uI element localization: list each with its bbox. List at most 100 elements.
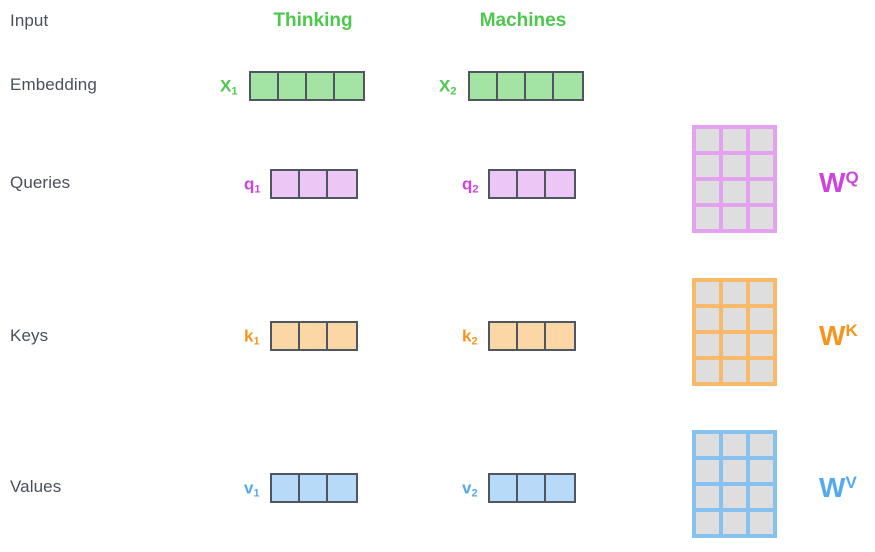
matrix-superscript: Q: [845, 168, 859, 187]
vector-cell: [518, 323, 546, 349]
matrix-label-wq: WQ: [819, 169, 859, 197]
vector-k1: [270, 321, 358, 351]
matrix-cell: [696, 282, 719, 304]
vector-cell: [490, 171, 518, 197]
vector-label-x2: X2: [439, 76, 457, 98]
vector-symbol: v: [462, 478, 472, 498]
matrix-symbol: W: [819, 472, 846, 503]
vector-label-v2: v2: [462, 478, 478, 500]
row-label-input: Input: [10, 11, 49, 30]
vector-cell: [328, 323, 356, 349]
matrix-cell: [696, 512, 719, 534]
vector-label-q2: q2: [462, 176, 479, 196]
vector-subscript: 1: [231, 85, 238, 98]
vector-symbol: q: [244, 174, 255, 194]
vector-cell: [554, 73, 582, 99]
matrix-cell: [750, 181, 773, 203]
column-header-thinking: Thinking: [273, 10, 353, 31]
row-label-keys: Keys: [10, 326, 49, 345]
vector-subscript: 2: [471, 335, 478, 348]
matrix-cell: [723, 486, 746, 508]
row-label-queries: Queries: [10, 173, 71, 192]
matrix-symbol: W: [819, 167, 846, 198]
vector-label-k1: k1: [244, 326, 260, 348]
matrix-cell: [750, 512, 773, 534]
matrix-cell: [696, 207, 719, 229]
vector-cell: [279, 73, 307, 99]
vector-symbol: X: [220, 76, 232, 96]
vector-cell: [300, 323, 328, 349]
vector-k2: [488, 321, 576, 351]
vector-cell: [307, 73, 335, 99]
vector-cell: [490, 475, 518, 501]
matrix-cell: [696, 486, 719, 508]
matrix-cell: [723, 207, 746, 229]
matrix-superscript: K: [845, 321, 858, 340]
matrix-cell: [750, 360, 773, 382]
vector-cell: [300, 171, 328, 197]
vector-cell: [490, 323, 518, 349]
matrix-cell: [696, 129, 719, 151]
vector-q1: [270, 169, 358, 199]
vector-cell: [546, 171, 574, 197]
vector-symbol: X: [439, 76, 451, 96]
vector-cell: [272, 171, 300, 197]
matrix-cell: [696, 181, 719, 203]
vector-symbol: k: [244, 326, 254, 346]
matrix-cell: [750, 207, 773, 229]
vector-subscript: 1: [254, 183, 261, 196]
vector-cell: [272, 475, 300, 501]
vector-q2: [488, 169, 576, 199]
matrix-cell: [723, 512, 746, 534]
vector-cell: [518, 475, 546, 501]
vector-label-k2: k2: [462, 328, 478, 348]
vector-v1: [270, 473, 358, 503]
matrix-cell: [750, 308, 773, 330]
matrix-cell: [696, 460, 719, 482]
matrix-symbol: W: [819, 320, 846, 351]
matrix-cell: [696, 334, 719, 356]
vector-cell: [328, 171, 356, 197]
vector-cell: [526, 73, 554, 99]
vector-subscript: 1: [253, 335, 260, 348]
row-label-values: Values: [10, 477, 62, 496]
matrix-label-wk: WK: [819, 322, 858, 350]
vector-subscript: 2: [450, 85, 457, 98]
vector-cell: [300, 475, 328, 501]
vector-cell: [470, 73, 498, 99]
vector-cell: [251, 73, 279, 99]
matrix-cell: [723, 155, 746, 177]
vector-cell: [328, 475, 356, 501]
vector-v2: [488, 473, 576, 503]
matrix-cell: [750, 486, 773, 508]
matrix-label-wv: WV: [819, 474, 857, 502]
vector-subscript: 2: [472, 183, 479, 196]
matrix-cell: [723, 308, 746, 330]
vector-cell: [272, 323, 300, 349]
matrix-cell: [723, 129, 746, 151]
matrix-cell: [723, 181, 746, 203]
vector-subscript: 1: [253, 487, 260, 500]
vector-cell: [518, 171, 546, 197]
matrix-cell: [696, 434, 719, 456]
vector-cell: [546, 475, 574, 501]
vector-symbol: v: [244, 478, 254, 498]
vector-cell: [335, 73, 363, 99]
matrix-cell: [750, 434, 773, 456]
row-label-embedding: Embedding: [10, 75, 97, 94]
matrix-cell: [723, 360, 746, 382]
matrix-cell: [723, 282, 746, 304]
vector-cell: [498, 73, 526, 99]
matrix-cell: [696, 308, 719, 330]
vector-label-x1: X1: [220, 76, 238, 98]
matrix-cell: [750, 129, 773, 151]
matrix-cell: [750, 460, 773, 482]
matrix-superscript: V: [845, 473, 857, 492]
matrix-cell: [723, 434, 746, 456]
vector-x1: [249, 71, 365, 101]
weight-matrix-wk: [692, 278, 777, 386]
vector-subscript: 2: [471, 487, 478, 500]
matrix-cell: [723, 460, 746, 482]
weight-matrix-wv: [692, 430, 777, 538]
